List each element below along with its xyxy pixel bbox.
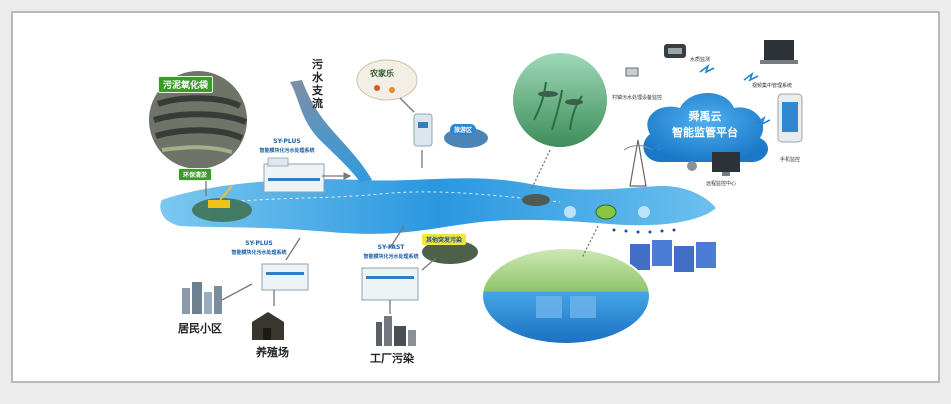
signal-bolt-1 [699,63,715,74]
signal-bolt-3 [651,141,667,152]
flow-arrows [205,97,599,314]
monitor-post [413,113,433,147]
floating-island [522,194,550,206]
aerator-right [638,206,650,218]
river-highlight [199,191,561,207]
laptop-device [764,40,794,60]
sludge-bag-label: 污泥氧化袋 [158,76,214,93]
video-center-label: 视频集中管理系统 [752,83,793,89]
remote-center-label: 远程监控中心 [706,181,737,187]
aerator-center [595,204,617,220]
camera-device [625,67,639,77]
signal-bolt-2 [743,71,759,82]
cloud-platform [643,93,769,163]
residential-label: 居民小区 [178,322,222,335]
residential-buildings [182,282,222,314]
signal-bolt-4 [755,115,771,126]
factory-plant [376,316,416,346]
dredging-label: 环保清淤 [178,168,213,181]
riverbank-markers [612,228,676,234]
desktop-device [712,152,740,172]
sy-fast-unit [361,267,419,301]
sy-plus-unit-bottom [261,263,309,291]
farm-label: 养殖场 [256,346,289,359]
pond-cross-section [481,247,651,345]
water-monitor-label: 水质监测 [690,57,711,63]
sy-plus-top-name: SY-PLUS [273,138,301,145]
other-pollution-label: 其他突发污染 [422,234,467,245]
sy-fast-desc: 智能模块化污水处理系统 [363,254,419,260]
sy-fast-name: SY-FAST [377,244,405,251]
farmhouse-label: 农家乐 [370,69,394,78]
cloud-title-line2: 智能监管平台 [672,126,738,139]
phone-monitor-label: 手机监控 [780,157,801,163]
sy-plus-top-desc: 智能模块化污水处理系统 [259,148,315,154]
factory-label: 工厂污染 [370,352,414,365]
village-monitor-label: 村镇污水处理设备监控 [612,95,663,101]
dredging-photo [192,198,252,222]
sy-plus-bottom-name: SY-PLUS [245,240,273,247]
signal-tower [623,139,653,187]
bio-cubes [630,240,716,272]
camera-device-2 [687,161,697,171]
aerator-left [564,206,576,218]
sy-plus-bottom-desc: 智能模块化污水处理系统 [231,250,287,256]
tributary-label: 污水支流 [312,58,323,110]
farmhouse-logo [356,59,418,101]
cloud-title-line1: 舜禹云 [688,110,722,123]
tourist-area-label: 旅游区 [450,124,477,135]
tributary-stream [290,80,372,182]
farm-barn [252,312,284,340]
